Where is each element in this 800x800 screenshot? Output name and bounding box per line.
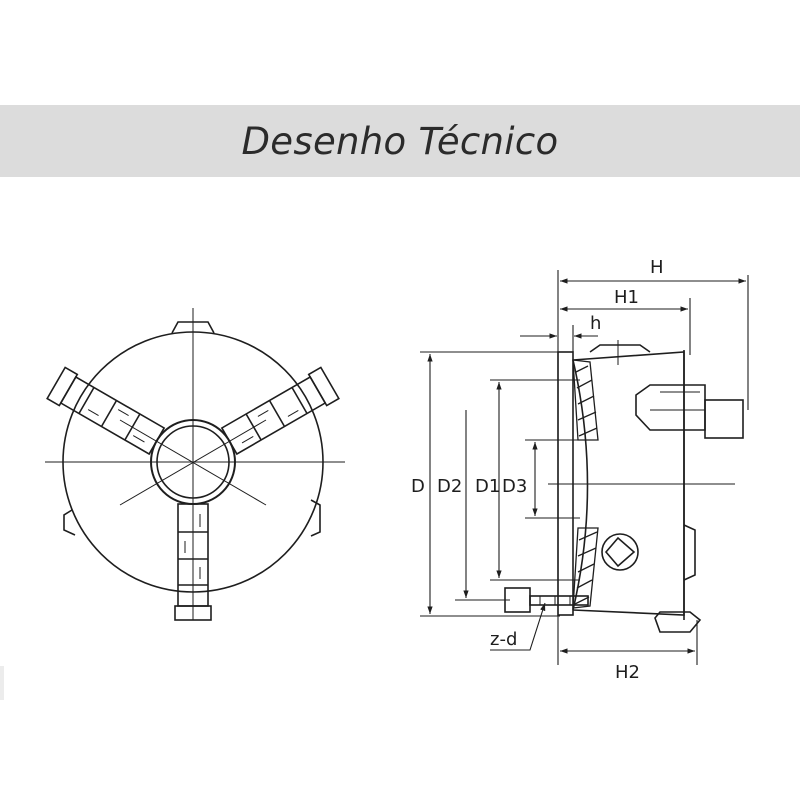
label-D2: D2: [437, 476, 462, 497]
bore-hatching: [572, 359, 599, 609]
label-h: h: [590, 313, 601, 334]
diagonal-centerline-2: [119, 419, 267, 506]
dimension-lines: [420, 270, 749, 665]
label-z-d: z-d: [490, 629, 517, 650]
dimension-labels: H H1 h D D2 D1 D3 z-d H2: [411, 257, 664, 683]
chuck-side-view: [504, 340, 744, 633]
label-D: D: [411, 476, 425, 497]
bore-inner-circle: [156, 425, 230, 499]
upper-jaw-housing: [635, 384, 744, 439]
label-H: H: [650, 257, 664, 278]
label-H1: H1: [614, 287, 639, 308]
side-tab-right: [310, 499, 321, 537]
key-socket: [601, 533, 639, 571]
dim-zd-leader: [490, 602, 546, 651]
edge-mark: [0, 666, 4, 700]
label-H2: H2: [615, 662, 640, 683]
jaw-bottom: [174, 503, 212, 621]
title-banner: Desenho Técnico: [0, 105, 800, 177]
label-D1: D1: [475, 476, 500, 497]
chuck-front-curve: [572, 359, 589, 611]
top-cap-detail: [589, 344, 651, 353]
jaw-upper-left: [46, 366, 166, 456]
lower-bump-2: [654, 611, 702, 633]
side-tab-left: [63, 509, 76, 536]
jaw-upper-right: [220, 366, 340, 456]
chuck-front-view: [45, 308, 345, 621]
label-D3: D3: [502, 476, 527, 497]
page-title: Desenho Técnico: [241, 119, 559, 163]
lower-bump-1: [683, 524, 696, 581]
